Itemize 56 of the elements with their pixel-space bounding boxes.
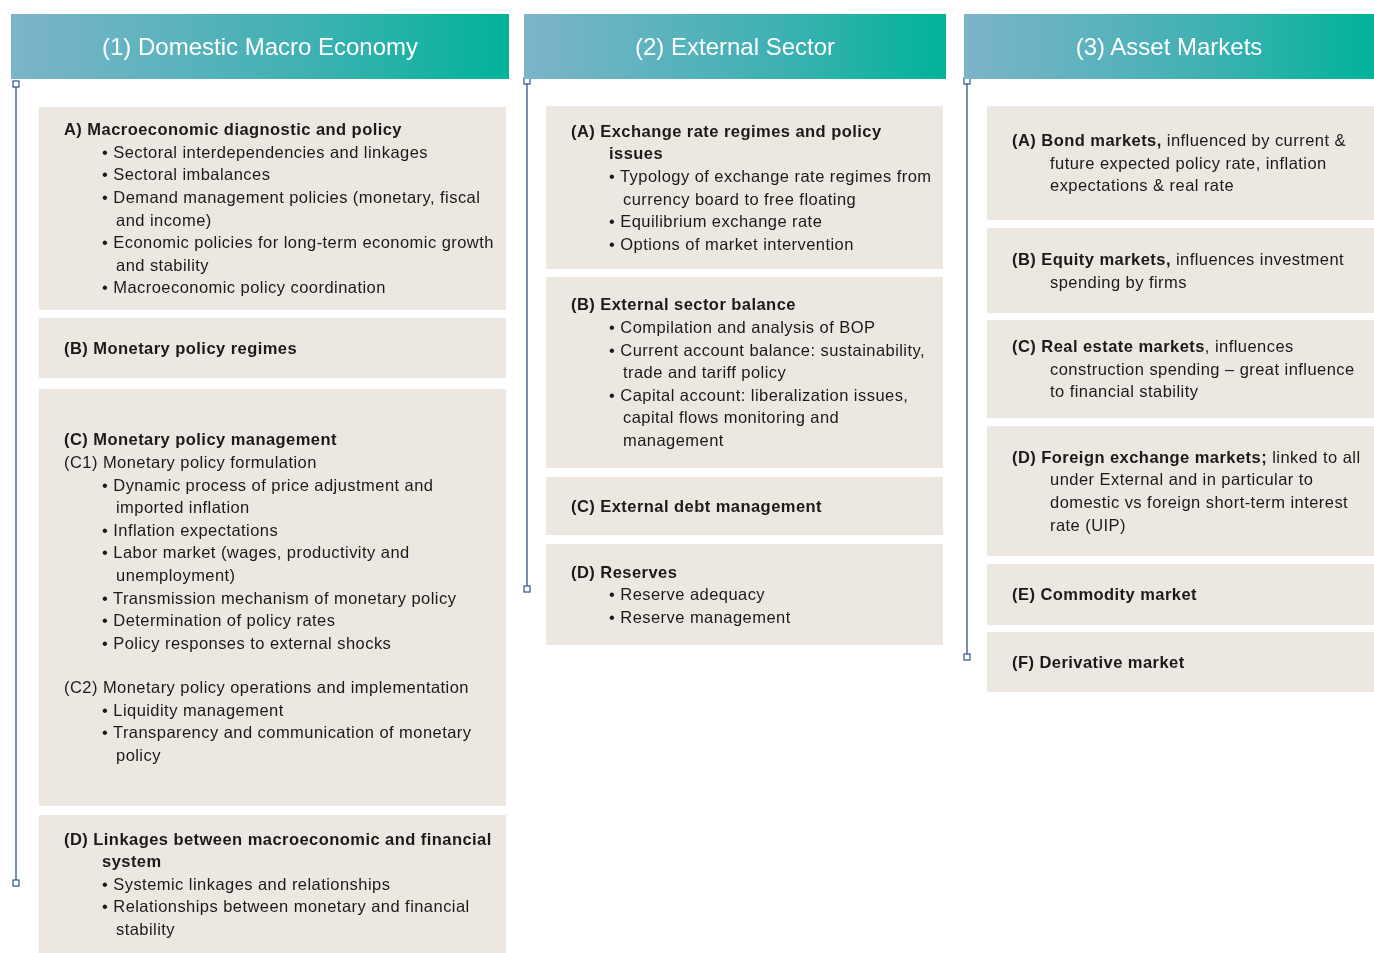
bullet-item: • Current account balance: sustainability, trade and tariff policy bbox=[608, 339, 927, 384]
card-heading: (D) Foreign exchange markets; linked to all under External and in particular to domestic vs foreign short-term interest rate (UIP) bbox=[1012, 446, 1362, 536]
topic-card bbox=[39, 815, 506, 953]
topic-card bbox=[546, 106, 943, 269]
bullet-item: • Demand management policies (monetary, fiscal and income) bbox=[101, 186, 482, 231]
topic-card bbox=[546, 477, 943, 535]
card-heading: (B) Monetary policy regimes bbox=[64, 337, 299, 359]
bullet-item: • Relationships between monetary and financial stability bbox=[101, 896, 471, 940]
bullet-item: • Liquidity management bbox=[101, 699, 285, 721]
card-heading: (A) Bond markets, influenced by current & future expected policy rate, inflation expectations & real rate bbox=[1012, 130, 1347, 197]
card-heading: (F) Derivative market bbox=[1012, 651, 1186, 673]
topic-card bbox=[546, 277, 943, 468]
bullet-item: • Macroeconomic policy coordination bbox=[101, 277, 387, 299]
bullet-item: • Labor market (wages, productivity and unemployment) bbox=[101, 542, 411, 586]
bullet-item: • Options of market intervention bbox=[608, 233, 855, 255]
topic-card bbox=[987, 106, 1374, 220]
card-heading: (D) Reserves bbox=[571, 561, 679, 583]
card-heading: (C) Monetary policy management bbox=[64, 429, 338, 451]
bullet-item: • Compilation and analysis of BOP bbox=[608, 317, 877, 338]
card-heading: (C) Real estate markets, influences construction spending – great influence to financial stability bbox=[1012, 336, 1356, 403]
column-header: (1) Domestic Macro Economy bbox=[11, 14, 509, 79]
bullet-item: • Capital account: liberalization issues, capital flows monitoring and management bbox=[608, 384, 910, 451]
bullet-item: • Equilibrium exchange rate bbox=[608, 211, 824, 233]
card-heading: (B) Equity markets, influences investment spending by firms bbox=[1012, 248, 1346, 293]
column-header: (2) External Sector bbox=[524, 14, 946, 79]
bullet-item: • Systemic linkages and relationships bbox=[101, 873, 392, 895]
bullet-item: • Transmission mechanism of monetary policy bbox=[101, 587, 458, 609]
topic-card bbox=[987, 632, 1374, 692]
topic-card bbox=[546, 544, 943, 645]
topic-card bbox=[987, 228, 1374, 313]
topic-card bbox=[39, 389, 506, 806]
topic-card bbox=[987, 564, 1374, 625]
topic-card bbox=[39, 107, 506, 310]
bullet-item: • Dynamic process of price adjustment and imported inflation bbox=[101, 474, 435, 519]
card-heading: (A) Exchange rate regimes and policy issues bbox=[571, 120, 883, 165]
bullet-item: • Reserve management bbox=[608, 606, 792, 628]
card-heading: (D) Linkages between macroeconomic and financial system bbox=[64, 828, 493, 873]
column-header: (3) Asset Markets bbox=[964, 14, 1374, 79]
bullet-item: • Reserve adequacy bbox=[608, 584, 767, 606]
card-heading: (B) External sector balance bbox=[571, 294, 797, 316]
card-heading: (E) Commodity market bbox=[1012, 584, 1199, 606]
topic-card bbox=[39, 318, 506, 378]
bullet-item: • Sectoral interdependencies and linkages bbox=[101, 141, 429, 163]
topic-card bbox=[987, 426, 1374, 556]
bullet-item: • Sectoral imbalances bbox=[101, 164, 272, 186]
subheading: (C2) Monetary policy operations and implementation bbox=[64, 677, 470, 699]
bullet-item: • Economic policies for long-term economic growth and stability bbox=[101, 232, 495, 276]
bullet-item: • Policy responses to external shocks bbox=[101, 632, 393, 654]
card-heading: (C) External debt management bbox=[571, 495, 823, 517]
bullet-item: • Typology of exchange rate regimes from currency board to free floating bbox=[608, 165, 933, 210]
card-heading: A) Macroeconomic diagnostic and policy bbox=[64, 119, 403, 141]
bullet-item: • Inflation expectations bbox=[101, 519, 280, 541]
bullet-item: • Transparency and communication of monetary policy bbox=[101, 722, 473, 767]
subheading: (C1) Monetary policy formulation bbox=[64, 451, 318, 473]
bullet-item: • Determination of policy rates bbox=[101, 610, 337, 632]
topic-card bbox=[987, 320, 1374, 418]
